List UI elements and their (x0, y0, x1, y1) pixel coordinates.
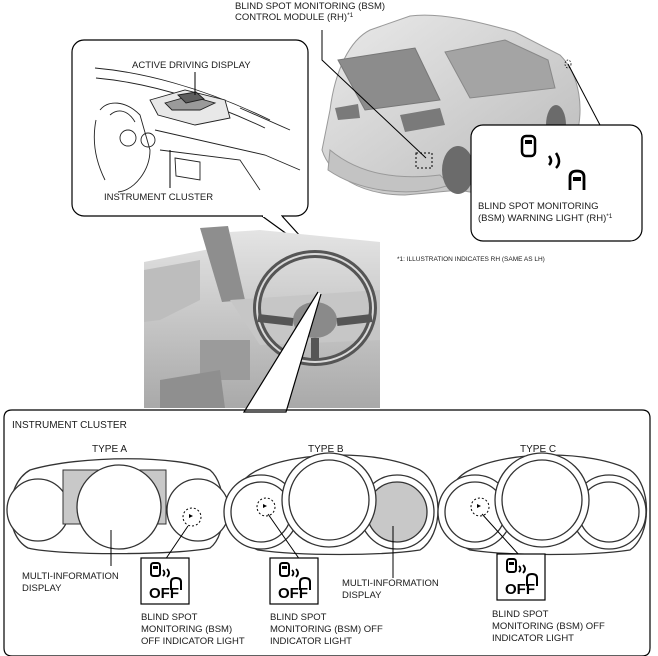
footnote-text: *1: ILLUSTRATION INDICATES RH (SAME AS L… (397, 256, 545, 263)
warning-light-label-line1: BLIND SPOT MONITORING (478, 201, 599, 212)
bsm-warning-icon (520, 134, 586, 190)
type-a-mid-label-2: DISPLAY (22, 583, 62, 594)
type-a-bsm-off-icon: OFF (149, 562, 182, 602)
svg-text:OFF: OFF (149, 585, 179, 602)
bsm-control-module-location (415, 152, 433, 169)
bsm-module-label-line2: CONTROL MODULE (RH)*1 (235, 12, 354, 23)
type-c-ind-label-3: INDICATOR LIGHT (492, 633, 574, 644)
instrument-cluster-panel-title: INSTRUMENT CLUSTER (12, 420, 127, 431)
cluster-type-a: TYPE A MULTI-INFORMATION DISPLAY OFF BLI… (6, 444, 245, 647)
svg-text:OFF: OFF (278, 585, 308, 602)
cluster-type-c: TYPE C OFF BLIND SPOT MONITORING (BSM) O… (437, 444, 648, 644)
type-b-mid-display (366, 481, 428, 543)
instrument-cluster-callout-label: INSTRUMENT CLUSTER (104, 192, 213, 203)
type-a-ind-label-2: MONITORING (BSM) (141, 624, 232, 635)
bsm-warning-light-callout: BLIND SPOT MONITORING (BSM) WARNING LIGH… (470, 124, 643, 242)
svg-text:OFF: OFF (505, 581, 535, 598)
warning-light-label-line2: (BSM) WARNING LIGHT (RH)*1 (478, 213, 613, 224)
type-a-ind-label-3: OFF INDICATOR LIGHT (141, 636, 245, 647)
type-c-bsm-off-icon: OFF (505, 558, 538, 598)
active-driving-display-label: ACTIVE DRIVING DISPLAY (132, 60, 251, 71)
vehicle-interior-illustration (144, 226, 380, 408)
type-c-ind-label-2: MONITORING (BSM) OFF (492, 621, 605, 632)
type-b-mid-label-1: MULTI-INFORMATION (342, 578, 439, 589)
type-b-mid-label-2: DISPLAY (342, 590, 382, 601)
bsm-module-label-line1: BLIND SPOT MONITORING (BSM) (235, 1, 385, 12)
type-b-ind-label-1: BLIND SPOT (270, 612, 327, 623)
vehicle-rear-illustration (321, 14, 581, 196)
type-a-title: TYPE A (92, 444, 127, 455)
type-b-bsm-off-icon: OFF (278, 562, 311, 602)
type-a-mid-label-1: MULTI-INFORMATION (22, 571, 119, 582)
type-c-ind-label-1: BLIND SPOT (492, 609, 549, 620)
type-a-ind-label-1: BLIND SPOT (141, 612, 198, 623)
type-b-ind-label-3: INDICATOR LIGHT (270, 636, 352, 647)
type-c-title: TYPE C (520, 444, 556, 455)
cluster-type-b: TYPE B OFF BLIND SPOT MONITORING (BSM) O… (223, 444, 439, 647)
type-b-title: TYPE B (308, 444, 344, 455)
dashboard-callout: ACTIVE DRIVING DISPLAY INSTRUMENT CLUSTE… (71, 39, 309, 217)
type-b-ind-label-2: MONITORING (BSM) OFF (270, 624, 383, 635)
